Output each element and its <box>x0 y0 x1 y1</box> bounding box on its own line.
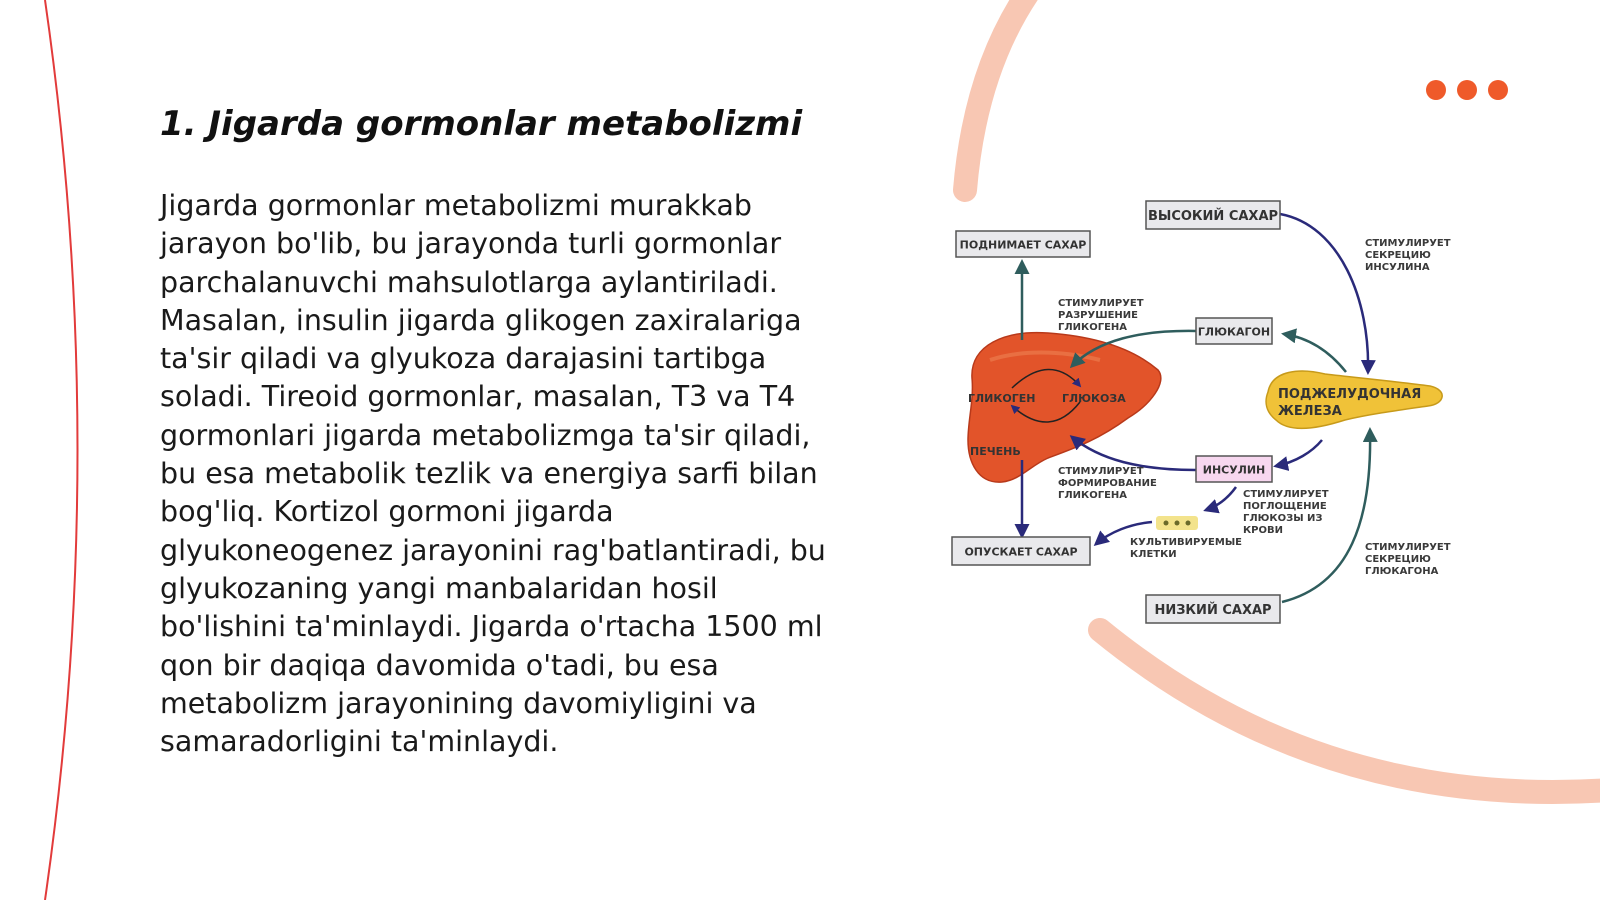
accent-arc-bottom <box>1088 618 1600 804</box>
slide-title: 1. Jigarda gormonlar metabolizmi <box>160 104 803 144</box>
dot-1 <box>1426 80 1446 100</box>
raises-sugar-label: ПОДНИМАЕТ САХАР <box>960 239 1087 252</box>
glucose-regulation-diagram: ВЫСОКИЙ САХАР ПОДНИМАЕТ САХАР ГЛЮКАГОН И… <box>951 200 1454 624</box>
low-sugar-box <box>1145 594 1281 624</box>
low-sugar-label: НИЗКИЙ САХАР <box>1154 602 1271 618</box>
liver-label: ПЕЧЕНЬ <box>970 445 1021 458</box>
glucagon-label: ГЛЮКАГОН <box>1198 326 1270 339</box>
dot-2 <box>1457 80 1477 100</box>
stim-breakdown-text: СТИМУЛИРУЕТ РАЗРУШЕНИЕ ГЛИКОГЕНА <box>1058 298 1147 333</box>
slide-body-text: Jigarda gormonlar metabolizmi murakkab j… <box>160 189 826 759</box>
pancreas-shape <box>1265 370 1443 430</box>
dot-3 <box>1488 80 1508 100</box>
stim-glucagon-secretion-text: СТИМУЛИРУЕТ СЕКРЕЦИЮ ГЛЮКАГОНА <box>1365 542 1454 577</box>
stim-formation-text: СТИМУЛИРУЕТ ФОРМИРОВАНИЕ ГЛИКОГЕНА <box>1058 466 1160 501</box>
cultured-cells-text: КУЛЬТИВИРУЕМЫЕ КЛЕТКИ <box>1130 537 1246 560</box>
pancreas-label-line2: ЖЕЛЕЗА <box>1278 404 1342 419</box>
lowers-sugar-box <box>951 536 1091 566</box>
stim-uptake-text: СТИМУЛИРУЕТ ПОГЛОЩЕНИЕ ГЛЮКОЗЫ ИЗ КРОВИ <box>1243 489 1332 536</box>
accent-arc-top <box>953 0 1038 202</box>
pancreas-label-line1: ПОДЖЕЛУДОЧНАЯ <box>1278 387 1421 402</box>
high-sugar-label: ВЫСОКИЙ САХАР <box>1148 208 1278 224</box>
raises-sugar-box <box>955 230 1091 258</box>
glucose-label: ГЛЮКОЗА <box>1062 392 1126 405</box>
lowers-sugar-label: ОПУСКАЕТ САХАР <box>964 546 1077 559</box>
insulin-label: ИНСУЛИН <box>1203 464 1266 477</box>
stim-insulin-secretion-text: СТИМУЛИРУЕТ СЕКРЕЦИЮ ИНСУЛИНА <box>1365 238 1454 273</box>
liver-shape <box>967 331 1162 483</box>
insulin-box <box>1195 455 1273 483</box>
glycogen-label: ГЛИКОГЕН <box>968 392 1035 405</box>
high-sugar-box <box>1145 200 1281 230</box>
left-accent-line <box>44 0 79 900</box>
decorative-dots <box>1426 80 1508 100</box>
glucagon-box <box>1195 317 1273 345</box>
